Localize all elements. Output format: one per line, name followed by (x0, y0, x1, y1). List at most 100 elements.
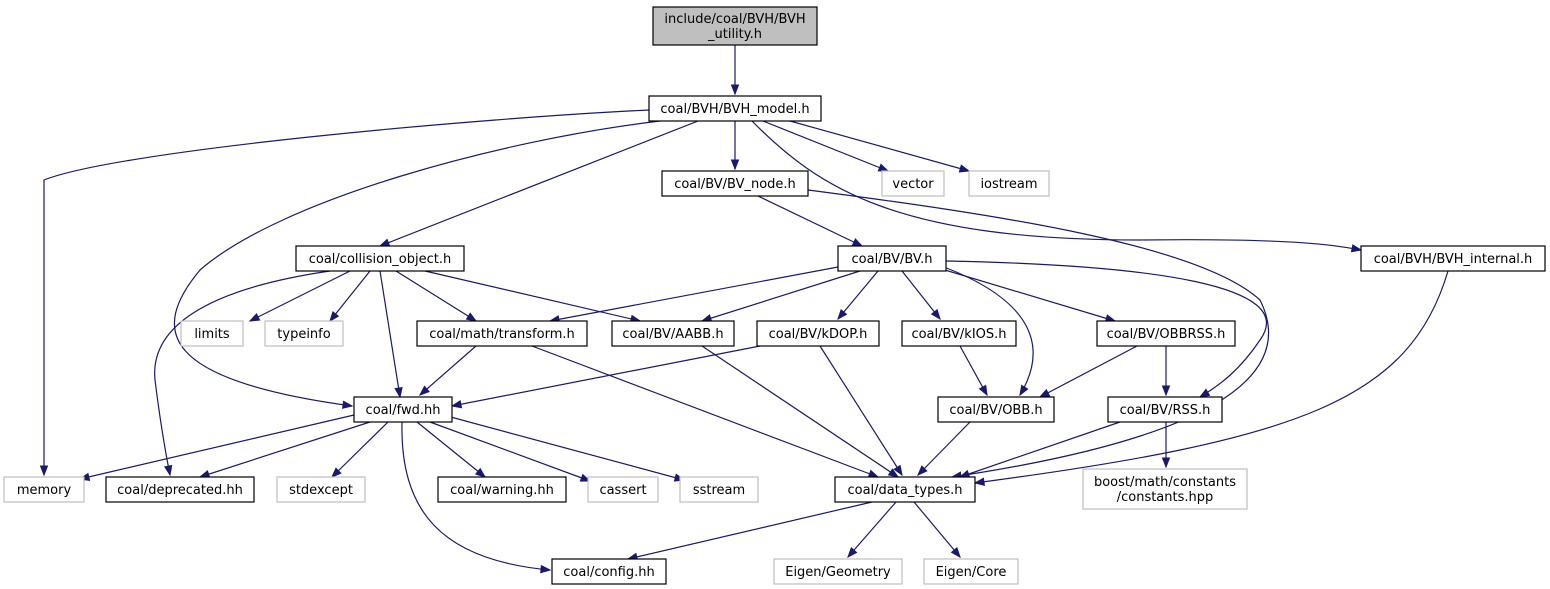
node-box (3, 476, 85, 503)
node-box (968, 170, 1050, 197)
edge-arrowhead (474, 467, 487, 478)
node-root[interactable]: include/coal/BVH/BVH_utility.h (652, 6, 818, 46)
node-label: coal/BV/BV_node.h (674, 177, 796, 192)
edge-bv-to-rss (945, 260, 1267, 398)
node-bvh-model[interactable]: coal/BVH/BVH_model.h (648, 95, 822, 122)
edge-data_types-to-eigen_core (913, 501, 961, 559)
edge-line (331, 421, 389, 478)
edge-transform-to-fwd (418, 345, 477, 396)
node-label: coal/BV/kDOP.h (769, 327, 868, 342)
edge-arrowhead (540, 564, 552, 574)
edge-line (959, 421, 1121, 478)
node-label: cassert (599, 483, 646, 498)
node-aabb[interactable]: coal/BV/AABB.h (611, 320, 735, 347)
node-sstream: sstream (679, 476, 759, 503)
edge-line (913, 501, 961, 558)
nodes-layer: include/coal/BVH/BVH_utility.h coal/BVH/B… (3, 6, 1546, 585)
edge-bvh_model-to-iostream (789, 120, 971, 173)
edge-line (379, 120, 699, 247)
edge-bvh_model-to-memory (39, 109, 650, 477)
edge-kdop-to-data_types (819, 345, 903, 477)
edge-bv-to-obbrss (934, 266, 1117, 323)
node-box (1360, 245, 1546, 272)
node-label: sstream (693, 483, 745, 498)
edge-obb-to-data_types (917, 421, 971, 476)
node-rss[interactable]: coal/BV/RSS.h (1107, 396, 1223, 423)
node-collision-object[interactable]: coal/collision_object.h (295, 245, 465, 272)
node-label: coal/BVH/BVH_internal.h (1374, 252, 1533, 267)
node-box (679, 476, 759, 503)
node-box (756, 320, 880, 347)
edge-arrowhead (973, 477, 985, 486)
node-label: limits (194, 327, 230, 342)
node-transform[interactable]: coal/math/transform.h (416, 320, 588, 347)
node-box (661, 170, 809, 197)
node-label: coal/warning.hh (450, 483, 554, 498)
edge-arrowhead (958, 164, 971, 173)
node-box (901, 320, 1017, 347)
edge-arrowhead (378, 238, 391, 247)
edge-line (419, 345, 477, 396)
edge-arrowhead (1161, 457, 1171, 469)
node-obbrss[interactable]: coal/BV/OBBRSS.h (1096, 320, 1236, 347)
edge-bv-to-kdop (837, 270, 879, 321)
edges-layer (39, 45, 1449, 574)
edge-arrowhead (331, 467, 342, 478)
edge-line (847, 501, 897, 558)
edge-kdop-to-fwd (450, 345, 761, 409)
node-box (353, 396, 453, 423)
edge-arrowhead (1198, 388, 1211, 398)
node-kios[interactable]: coal/BV/kIOS.h (901, 320, 1017, 347)
node-kdop[interactable]: coal/BV/kDOP.h (756, 320, 880, 347)
node-bv-node[interactable]: coal/BV/BV_node.h (661, 170, 809, 197)
node-limits: limits (180, 320, 244, 347)
node-label: coal/math/transform.h (429, 327, 575, 342)
edge-arrowhead (450, 400, 463, 409)
node-label: include/coal/BVH/BVH (664, 12, 805, 27)
edge-fwd-to-config (401, 421, 552, 574)
node-box (648, 95, 822, 122)
edge-line (249, 270, 351, 322)
node-box (1107, 396, 1223, 423)
node-label: Eigen/Geometry (785, 565, 891, 580)
node-label: coal/BV/AABB.h (622, 327, 723, 342)
node-label: coal/BV/RSS.h (1120, 403, 1211, 418)
edge-line (79, 414, 355, 480)
edge-line (807, 189, 1270, 478)
edge-arrowhead (930, 308, 941, 321)
edge-line (379, 270, 401, 398)
edge-arrowhead (730, 159, 740, 171)
node-fwd[interactable]: coal/fwd.hh (353, 396, 453, 423)
edge-line (1039, 345, 1138, 398)
edge-bv-to-transform (548, 266, 839, 324)
edge-line (549, 266, 839, 322)
edge-bv_node-to-bv (757, 195, 864, 247)
edge-fwd-to-memory (78, 414, 355, 481)
edge-bvh_model-to-collision_object (378, 120, 699, 247)
node-box (295, 245, 465, 272)
node-bvh-internal[interactable]: coal/BVH/BVH_internal.h (1360, 245, 1546, 272)
node-box (837, 245, 947, 272)
edge-arrowhead (950, 546, 961, 559)
edge-line (43, 109, 650, 475)
node-warning[interactable]: coal/warning.hh (437, 476, 567, 503)
node-data-types[interactable]: coal/data_types.h (834, 476, 976, 503)
node-cassert: cassert (587, 476, 659, 503)
node-obb[interactable]: coal/BV/OBB.h (937, 396, 1055, 423)
node-config[interactable]: coal/config.hh (551, 558, 667, 585)
node-label: _utility.h (707, 27, 762, 42)
edge-line (531, 345, 879, 478)
node-box (611, 320, 735, 347)
node-label: iostream (980, 177, 1037, 192)
node-label: coal/BV/OBBRSS.h (1107, 327, 1226, 342)
edge-collision_object-to-typeinfo (329, 270, 371, 323)
node-label: coal/collision_object.h (309, 252, 452, 267)
edge-line (627, 501, 873, 560)
node-bv[interactable]: coal/BV/BV.h (837, 245, 947, 272)
node-label: coal/deprecated.hh (117, 483, 243, 498)
edge-line (837, 270, 879, 320)
edge-aabb-to-data_types (701, 345, 900, 478)
node-label: coal/BVH/BVH_model.h (660, 102, 809, 117)
node-deprecated[interactable]: coal/deprecated.hh (105, 476, 255, 503)
edge-arrowhead (851, 238, 864, 247)
